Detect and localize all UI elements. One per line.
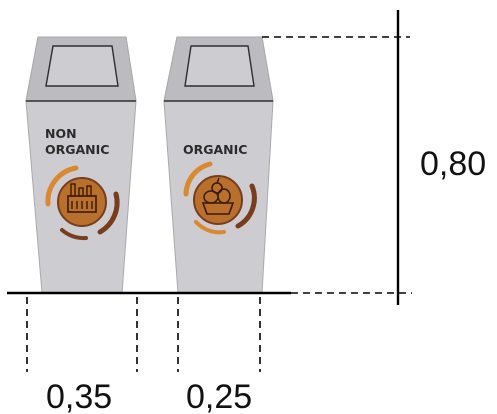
width-right-value: 0,25	[186, 378, 252, 414]
fruit-basket-icon	[201, 177, 235, 215]
bin-organic: ORGANIC	[163, 36, 274, 294]
factory-emblem	[45, 165, 120, 241]
bin-lid-opening	[45, 45, 119, 87]
bin-label-line-2: ORGANIC	[45, 142, 109, 157]
bin-label-line-1: ORGANIC	[183, 142, 247, 157]
width-dimension-right: 0,25	[177, 297, 261, 414]
fruit-emblem	[183, 161, 257, 235]
factory-icon	[67, 183, 97, 213]
bin-label-line-1: NON	[45, 126, 77, 141]
height-value: 0,80	[420, 145, 486, 183]
width-left-value: 0,35	[46, 378, 112, 414]
bin-non-organic: NON ORGANIC	[25, 36, 137, 294]
height-dimension: 0,80	[262, 10, 486, 305]
bin-lid-opening	[184, 45, 255, 87]
width-dimension-left: 0,35	[26, 297, 138, 414]
